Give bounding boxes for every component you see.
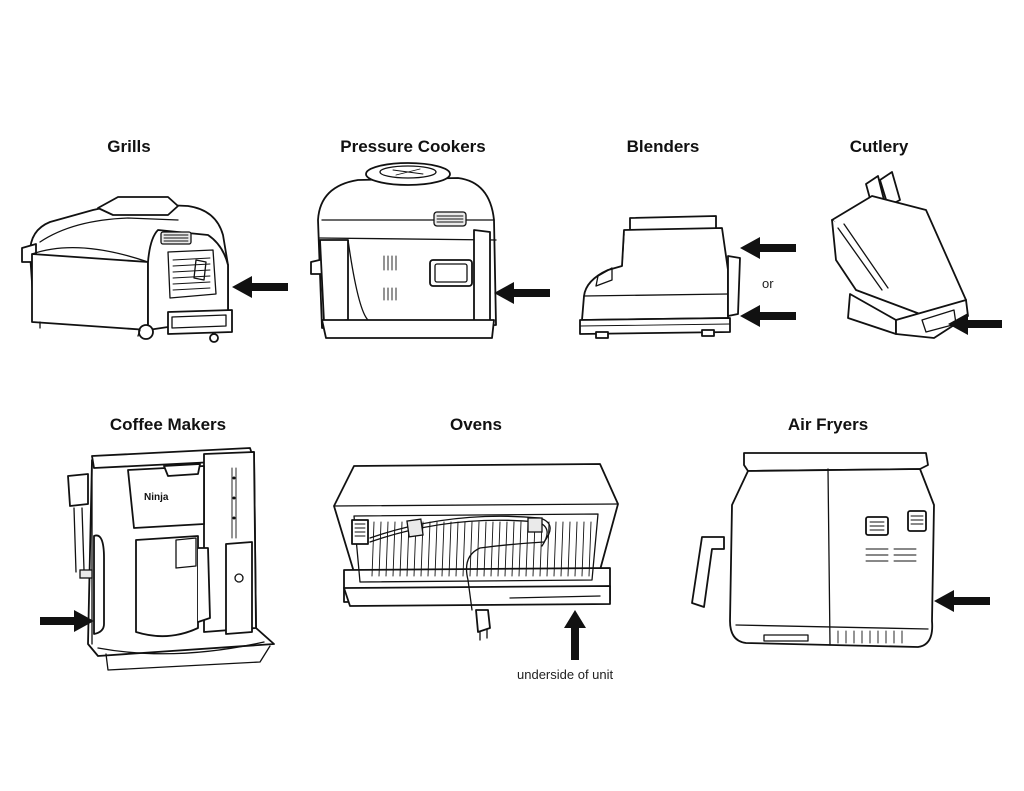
- coffee-makers-title: Coffee Makers: [109, 415, 227, 434]
- grills-title: Grills: [107, 137, 151, 156]
- pressure-cookers-title: Pressure Cookers: [340, 137, 486, 156]
- oven-arrow-up-icon: [564, 610, 586, 660]
- pressure-cooker-illustration: [310, 162, 497, 339]
- cutlery-title: Cutlery: [849, 137, 909, 156]
- air-fryer-arrow-icon: [934, 590, 990, 612]
- blenders-title: Blenders: [626, 137, 700, 156]
- pressure-cooker-arrow-icon: [494, 282, 550, 304]
- blender-arrow-bottom-icon: [740, 305, 796, 327]
- ovens-underside-note: underside of unit: [517, 667, 614, 682]
- blender-arrow-top-icon: [740, 237, 796, 259]
- oven-underside-illustration: [333, 463, 619, 641]
- cutlery-block-illustration: [831, 171, 969, 339]
- ovens-title: Ovens: [450, 415, 502, 434]
- coffee-maker-arrow-icon: [40, 610, 94, 632]
- ninja-logo: Ninja: [144, 492, 169, 503]
- cutlery-arrow-icon: [948, 313, 1002, 335]
- grill-illustration: [21, 196, 233, 343]
- blender-illustration: [579, 215, 741, 339]
- coffee-maker-illustration: Ninja: [67, 447, 275, 671]
- air-fryer-illustration: [691, 452, 935, 648]
- blenders-or-note: or: [762, 276, 774, 291]
- air-fryers-title: Air Fryers: [787, 415, 869, 434]
- grill-arrow-icon: [232, 276, 288, 298]
